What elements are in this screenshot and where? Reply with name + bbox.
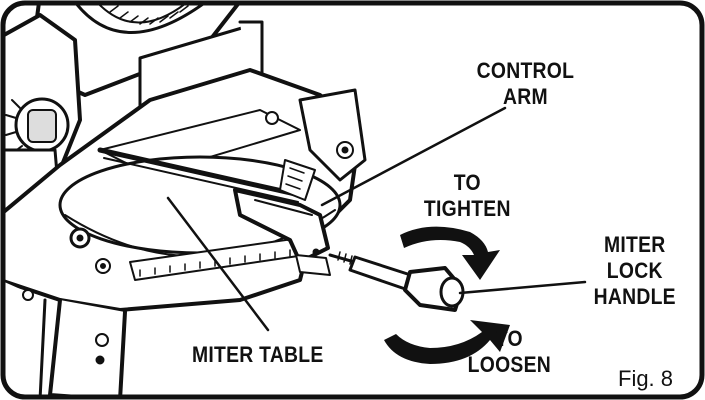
miter-lock-handle-art xyxy=(328,251,465,312)
control-arm xyxy=(233,188,331,276)
to-loosen-label: TO LOOSEN xyxy=(467,326,552,377)
miter-lock-handle-leader xyxy=(458,280,587,295)
loosen-arrow-icon xyxy=(384,320,510,364)
miter-table-label: MITER TABLE xyxy=(191,342,324,367)
miter-table-leader xyxy=(166,196,270,332)
saw-base xyxy=(3,68,367,397)
tighten-arrow-icon xyxy=(400,226,500,280)
miter-lock-handle-label: MITER LOCK HANDLE xyxy=(593,232,676,309)
motor-housing xyxy=(3,13,82,217)
control-arm-label: CONTROL ARM xyxy=(476,58,575,109)
control-arm-leader xyxy=(320,106,507,207)
to-tighten-label: TO TIGHTEN xyxy=(423,170,511,221)
figure-number: Fig. 8 xyxy=(618,366,674,391)
